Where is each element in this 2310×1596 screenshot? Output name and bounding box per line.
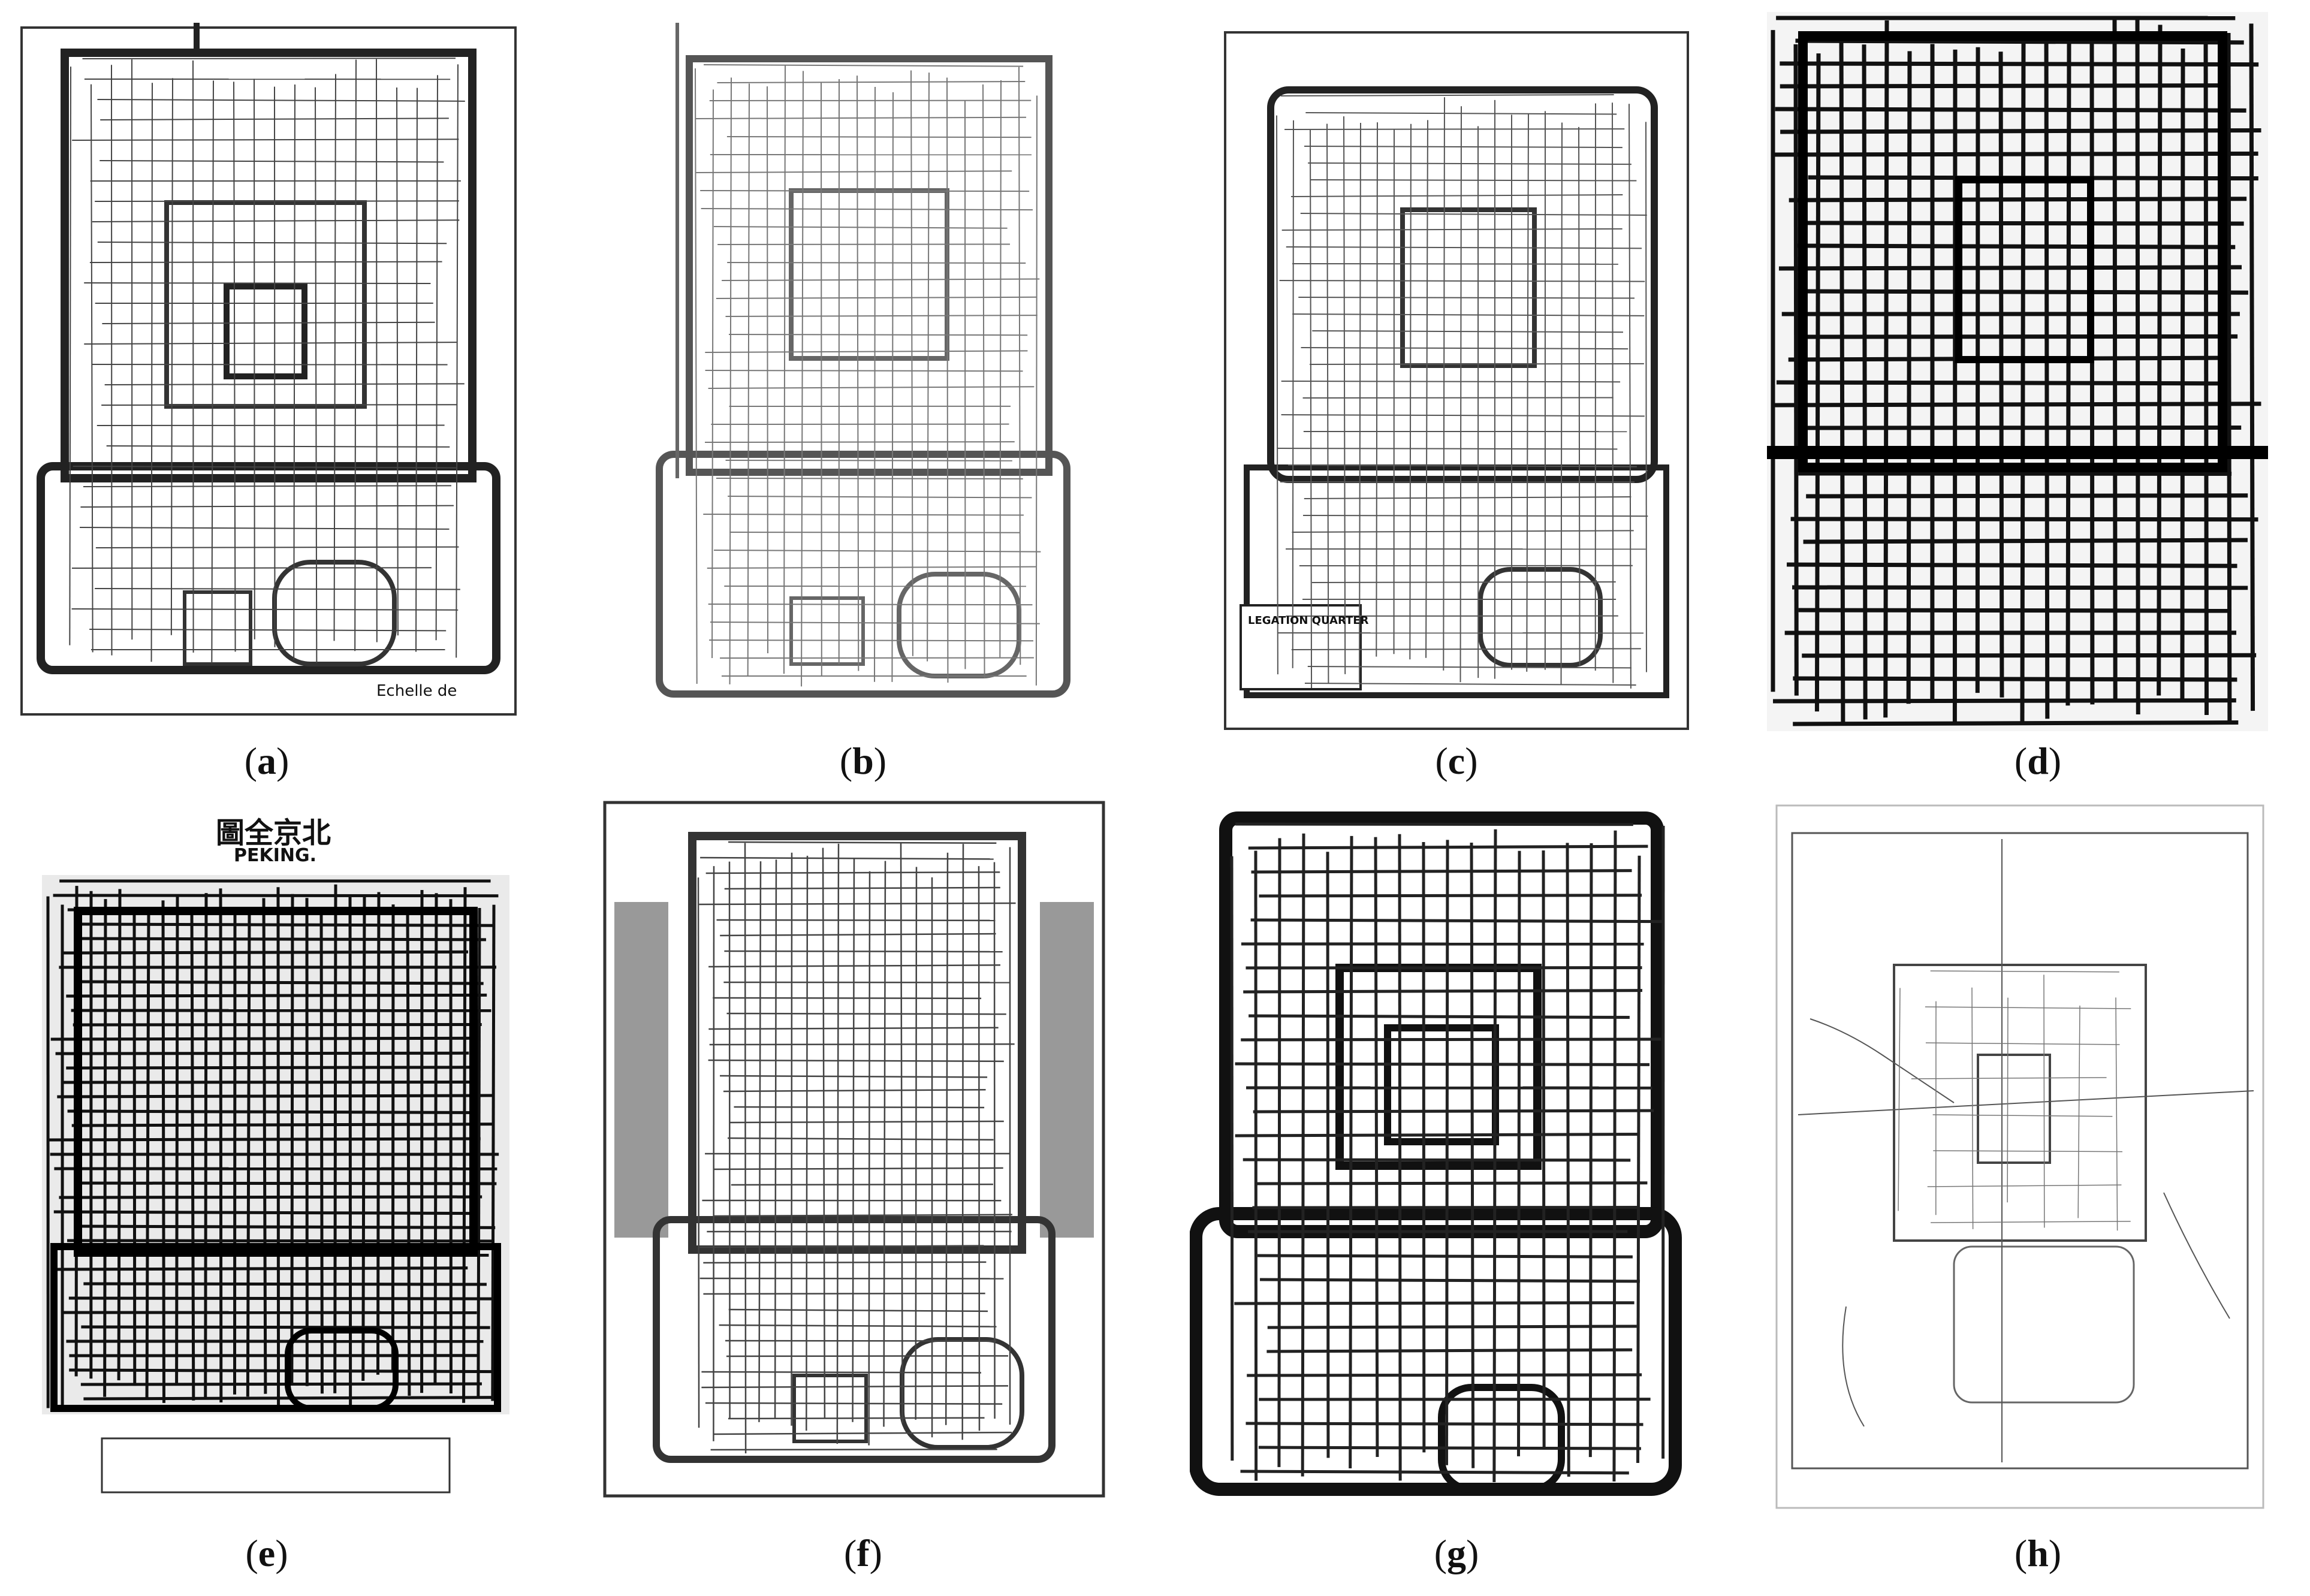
map-panel-d xyxy=(1767,12,2268,731)
map-g-drawing xyxy=(1190,811,1682,1496)
map-panel-g xyxy=(1190,800,1705,1507)
caption-f: (f) xyxy=(844,1532,882,1574)
map-panel-a: Echelle de xyxy=(17,23,520,719)
map-c-legation-label: LEGATION QUARTER xyxy=(1248,614,1369,627)
map-panel-h xyxy=(1774,803,2266,1510)
map-f-drawing xyxy=(603,801,1105,1498)
caption-d: (d) xyxy=(2014,740,2062,782)
caption-e: (e) xyxy=(245,1532,288,1574)
map-e-title-cn: 圖全京北 xyxy=(216,816,331,850)
map-h-drawing xyxy=(1775,804,2264,1509)
map-panel-b xyxy=(599,23,1097,719)
caption-h: (h) xyxy=(2014,1532,2062,1574)
caption-c: (c) xyxy=(1435,740,1478,782)
map-e-drawing xyxy=(42,875,509,1494)
caption-b: (b) xyxy=(839,740,887,782)
map-panel-c: LEGATION QUARTER xyxy=(1223,30,1690,731)
map-b-drawing xyxy=(656,23,1070,698)
map-a-scale-label: Echelle de xyxy=(376,682,457,700)
map-panel-e: 圖全京北 PEKING. xyxy=(30,803,521,1504)
map-e-title-en: PEKING. xyxy=(234,845,317,866)
map-panel-f xyxy=(602,800,1106,1498)
caption-a: (a) xyxy=(244,740,289,782)
map-d-drawing xyxy=(1767,12,2268,731)
caption-g: (g) xyxy=(1434,1532,1479,1574)
map-c-drawing xyxy=(1224,31,1689,730)
map-a-drawing xyxy=(20,23,517,716)
